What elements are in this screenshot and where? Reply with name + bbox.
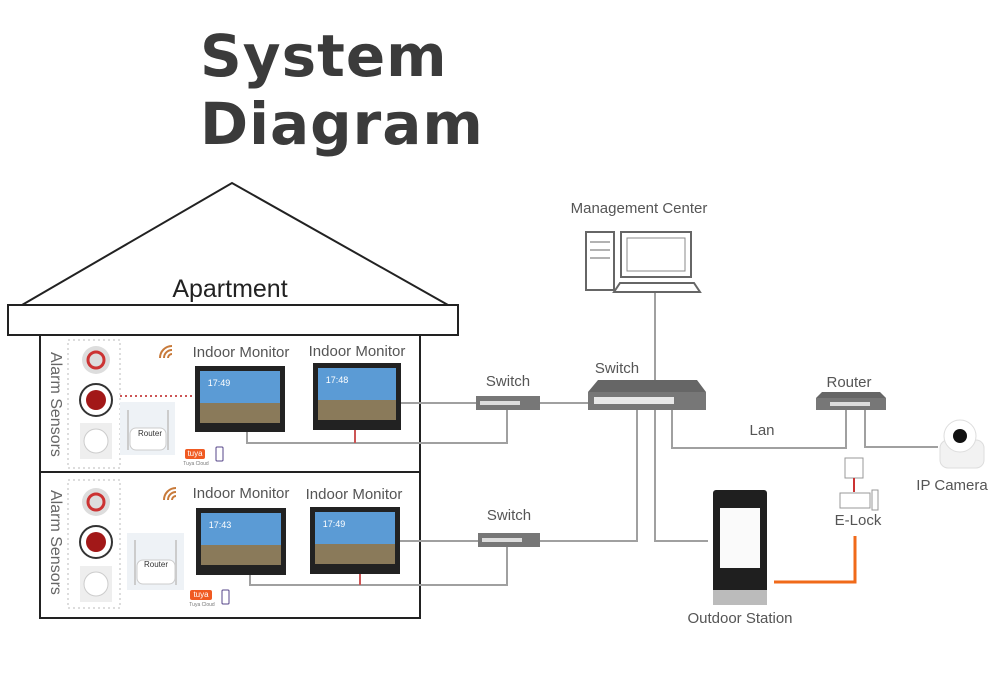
tuya-logo (185, 449, 205, 459)
monitor-clock: 17:49 (207, 378, 231, 388)
wifi-icon (163, 487, 177, 501)
page-title: System Diagram (200, 22, 484, 158)
monitor-clock: 17:43 (208, 520, 232, 530)
switch-icon (476, 396, 540, 410)
indoor-monitor-label: Indoor Monitor (192, 485, 290, 502)
apartment-label: Apartment (172, 275, 288, 303)
outdoor-station-label: Outdoor Station (687, 610, 793, 627)
main-switch-label: Switch (594, 360, 640, 377)
main-switch-icon (588, 380, 706, 410)
tuya-caption: Tuya Cloud (183, 461, 209, 467)
tuya-text: tuya (187, 449, 203, 458)
switch-icon (478, 533, 540, 547)
sensor-group (67, 479, 121, 609)
indoor-monitor-screen (313, 363, 401, 430)
tuya-caption: Tuya Cloud (189, 602, 215, 608)
house-roof (7, 181, 459, 336)
sensor-group (67, 339, 121, 469)
e-lock-label: E-Lock (834, 512, 882, 529)
monitor-clock: 17:49 (322, 519, 346, 529)
tuya-logo (190, 590, 212, 600)
wifi-icon (159, 345, 173, 359)
alarm-sensors-label: Alarm Sensors (47, 352, 64, 457)
router-label: Router (143, 560, 169, 569)
lan-label: Lan (749, 422, 775, 439)
tuya-text: tuya (193, 590, 209, 599)
switch-label: Switch (486, 507, 532, 524)
indoor-monitor-screen (310, 507, 400, 574)
indoor-monitor-screen (196, 508, 286, 575)
alarm-sensors-label: Alarm Sensors (47, 490, 64, 595)
phone-icon (221, 589, 230, 605)
network-cables (246, 292, 938, 586)
indoor-monitor-screen (195, 366, 285, 432)
ip-camera-icon (939, 419, 985, 469)
phone-icon (215, 446, 224, 462)
switch-label: Switch (485, 373, 531, 390)
e-lock-icon (839, 457, 879, 511)
outdoor-station-icon (713, 490, 767, 605)
router-label: Router (137, 429, 163, 438)
house-body (39, 334, 421, 619)
monitor-clock: 17:48 (325, 375, 349, 385)
router-icon (816, 392, 886, 410)
router-icon (127, 533, 184, 590)
ip-camera-label: IP Camera (916, 477, 988, 494)
lock-wire (774, 536, 857, 584)
indoor-monitor-label: Indoor Monitor (305, 486, 403, 503)
indoor-monitor-label: Indoor Monitor (192, 344, 290, 361)
computer-icon (585, 231, 702, 293)
management-center-label: Management Center (570, 200, 708, 217)
router-label: Router (826, 374, 872, 391)
router-icon (120, 402, 175, 455)
indoor-monitor-label: Indoor Monitor (308, 343, 406, 360)
